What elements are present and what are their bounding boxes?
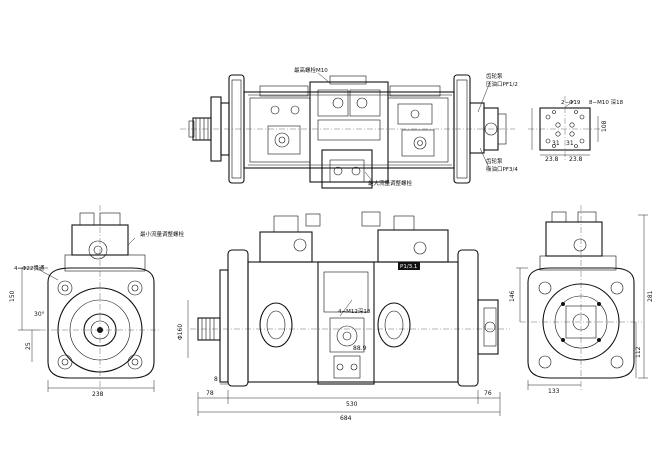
dim-281: 281 xyxy=(647,290,654,302)
min-flow-adjust-label: 最小流量调整螺栓 xyxy=(140,230,185,238)
top-view: 最高螺栓M10 齿轮泵 压油口PF1/2 齿轮泵 吸油口PF3/4 最大流量调整… xyxy=(180,66,518,189)
dim-8: 8 xyxy=(214,376,218,383)
dim-108: 108 xyxy=(601,120,608,132)
dim-684: 684 xyxy=(340,415,352,422)
max-flow-adjust-label: 最大流量调整螺栓 xyxy=(368,179,413,187)
suction-port-label: 吸油口PF3/4 xyxy=(486,165,518,173)
dim-133: 133 xyxy=(548,388,560,395)
gear-pump-label-1: 齿轮泵 xyxy=(486,72,503,80)
top-bolt-label: 最高螺栓M10 xyxy=(294,66,328,74)
dim-112: 112 xyxy=(635,346,642,358)
front-view: 530 684 78 76 8 Φ160 88.9 4−M12深18 P1/3.… xyxy=(177,211,510,422)
dim-31-a: 31 xyxy=(552,140,560,147)
dim-78: 78 xyxy=(206,390,214,397)
dim-76: 76 xyxy=(484,390,492,397)
dim-238: 238 xyxy=(92,391,104,398)
plate-label: P1/3.1 xyxy=(400,264,417,270)
dim-23-8-a: 23.8 xyxy=(545,156,559,163)
left-end-view: 238 150 30° 25 4−Φ22贯通 最小流量调整螺栓 xyxy=(9,205,185,398)
dim-31-b: 31 xyxy=(566,140,574,147)
dim-146: 146 xyxy=(509,290,516,302)
gear-pump-label-2: 齿轮泵 xyxy=(486,157,503,165)
dim-25: 25 xyxy=(25,342,32,350)
dim-30deg: 30° xyxy=(34,311,45,318)
port-bolt-label: 8−M10 深18 xyxy=(589,98,624,106)
bolt-holes-label: 4−M12深18 xyxy=(338,307,371,315)
outlet-port-label: 压油口PF1/2 xyxy=(486,80,518,88)
dim-530: 530 xyxy=(346,401,358,408)
dim-88-9: 88.9 xyxy=(353,345,367,352)
port-detail: 2−Φ19 8−M10 深18 23.8 23.8 31 31 108 xyxy=(528,96,624,163)
dim-phi160: Φ160 xyxy=(177,324,184,340)
dim-23-8-b: 23.8 xyxy=(569,156,583,163)
dim-150: 150 xyxy=(9,290,16,302)
port-hole-label: 2−Φ19 xyxy=(561,100,581,106)
flange-holes-label: 4−Φ22贯通 xyxy=(14,264,45,272)
right-end-view: 146 281 112 133 xyxy=(509,205,654,395)
